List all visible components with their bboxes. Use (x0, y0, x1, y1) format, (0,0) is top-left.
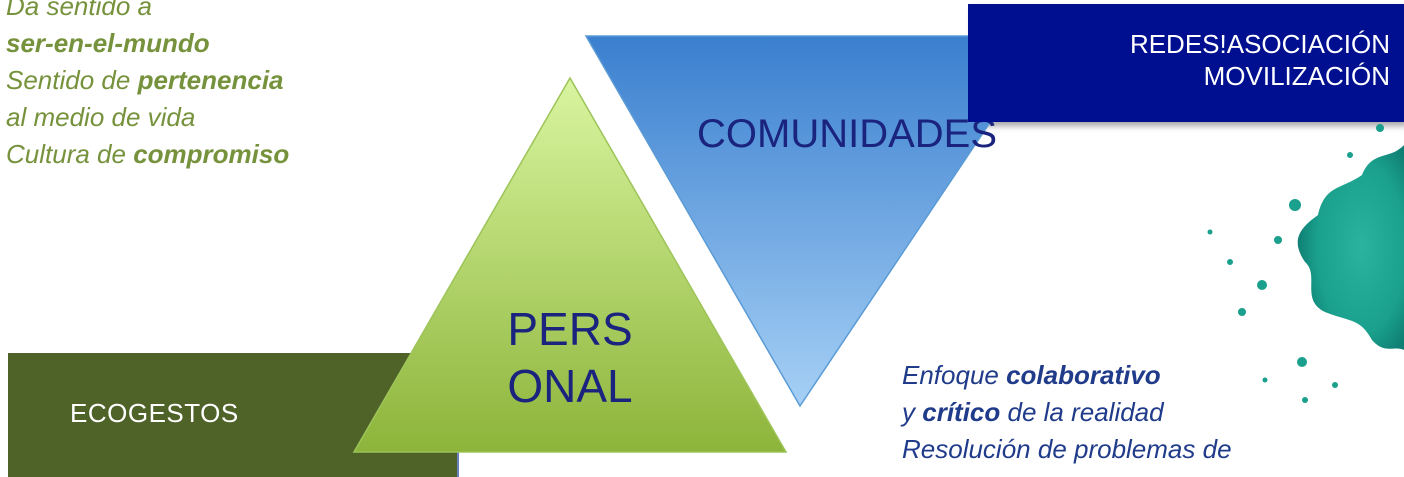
left-description: Da sentido a ser-en-el-mundo Sentido de … (6, 0, 289, 173)
left-line-3-prefix: Sentido de (6, 65, 138, 95)
paint-splash (1207, 124, 1404, 403)
left-line-2-bold: ser-en-el-mundo (6, 28, 210, 58)
right-line-1-prefix: Enfoque (902, 360, 1007, 390)
redes-label-overlay: REDES!ASOCIACIÓN MOVILIZACIÓN (1130, 28, 1390, 92)
comunidades-triangle (584, 35, 1050, 408)
redes-overlay-line-1: REDES!ASOCIACIÓN (1129, 29, 1390, 59)
left-line-5-bold: compromiso (133, 139, 290, 169)
right-line-3: Resolución de problemas de (902, 434, 1232, 464)
right-line-1: Enfoque colaborativo (902, 357, 1232, 394)
ecogestos-label: ECOGESTOS (70, 398, 239, 428)
personal-triangle (352, 76, 788, 453)
right-line-2-suffix: de la realidad (1000, 397, 1164, 427)
left-line-1: Da sentido a (6, 0, 152, 21)
comunidades-label: COMUNIDADES (697, 112, 997, 156)
redes-overlay-line-2: MOVILIZACIÓN (1203, 61, 1390, 91)
left-line-4: al medio de vida (6, 102, 196, 132)
right-line-1-bold: colaborativo (1006, 360, 1161, 390)
personal-label-line-1: PERS (507, 303, 632, 355)
left-line-5: Cultura de compromiso (6, 136, 289, 173)
right-line-2-prefix: y (902, 397, 923, 427)
right-line-2: y crítico de la realidad (902, 394, 1232, 431)
left-line-3: Sentido de pertenencia (6, 62, 289, 99)
right-line-2-bold: crítico (922, 397, 1001, 427)
left-line-3-bold: pertenencia (137, 65, 284, 95)
left-line-5-prefix: Cultura de (6, 139, 134, 169)
personal-label-line-2: ONAL (507, 360, 632, 412)
right-description: Enfoque colaborativo y crítico de la rea… (902, 357, 1232, 468)
left-line-2: ser-en-el-mundo (6, 25, 289, 62)
